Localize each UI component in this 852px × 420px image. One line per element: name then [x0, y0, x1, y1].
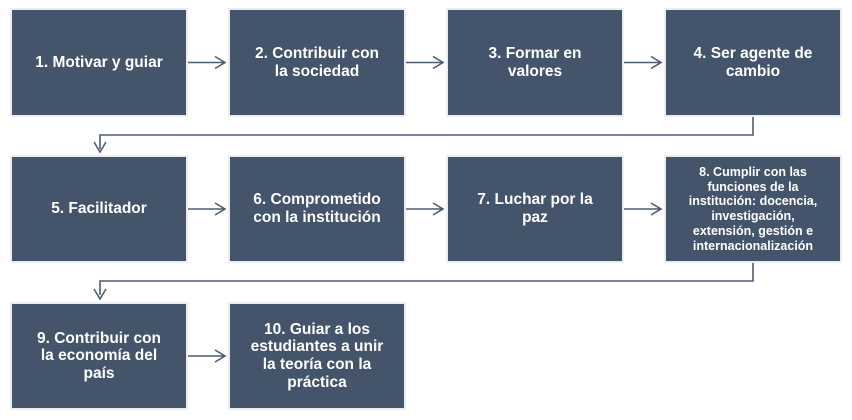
step-box-1: 1. Motivar y guiar — [10, 8, 188, 117]
step-box-10: 10. Guiar a los estudiantes a unir la te… — [228, 302, 406, 410]
arrow-3-to-4 — [624, 55, 663, 70]
step-label-8: 8. Cumplir con las funciones de la insti… — [688, 164, 818, 253]
step-box-7: 7. Luchar por la paz — [446, 155, 624, 263]
step-box-4: 4. Ser agente de cambio — [664, 8, 842, 117]
step-box-9: 9. Contribuir con la economía del país — [10, 302, 188, 410]
step-label-4: 4. Ser agente de cambio — [693, 44, 813, 80]
step-box-2: 2. Contribuir con la sociedad — [228, 8, 406, 117]
step-box-3: 3. Formar en valores — [446, 8, 624, 117]
step-label-2: 2. Contribuir con la sociedad — [255, 44, 379, 80]
step-box-6: 6. Comprometido con la institución — [228, 155, 406, 263]
arrow-5-to-6 — [188, 202, 227, 216]
arrow-4-to-5 — [93, 117, 754, 154]
step-label-1: 1. Motivar y guiar — [35, 53, 163, 71]
step-label-10: 10. Guiar a los estudiantes a unir la te… — [250, 320, 384, 391]
step-label-3: 3. Formar en valores — [488, 44, 582, 80]
arrow-6-to-7 — [406, 202, 445, 216]
step-label-9: 9. Contribuir con la economía del país — [37, 329, 161, 382]
arrow-9-to-10 — [188, 349, 227, 363]
step-label-5: 5. Facilitador — [51, 200, 147, 218]
arrow-1-to-2 — [188, 55, 227, 70]
step-label-7: 7. Luchar por la paz — [477, 191, 593, 226]
arrow-7-to-8 — [624, 202, 663, 216]
arrow-8-to-9 — [93, 263, 754, 301]
step-box-8: 8. Cumplir con las funciones de la insti… — [664, 155, 842, 263]
step-label-6: 6. Comprometido con la institución — [253, 191, 381, 226]
step-box-5: 5. Facilitador — [10, 155, 188, 263]
arrow-2-to-3 — [406, 55, 445, 70]
